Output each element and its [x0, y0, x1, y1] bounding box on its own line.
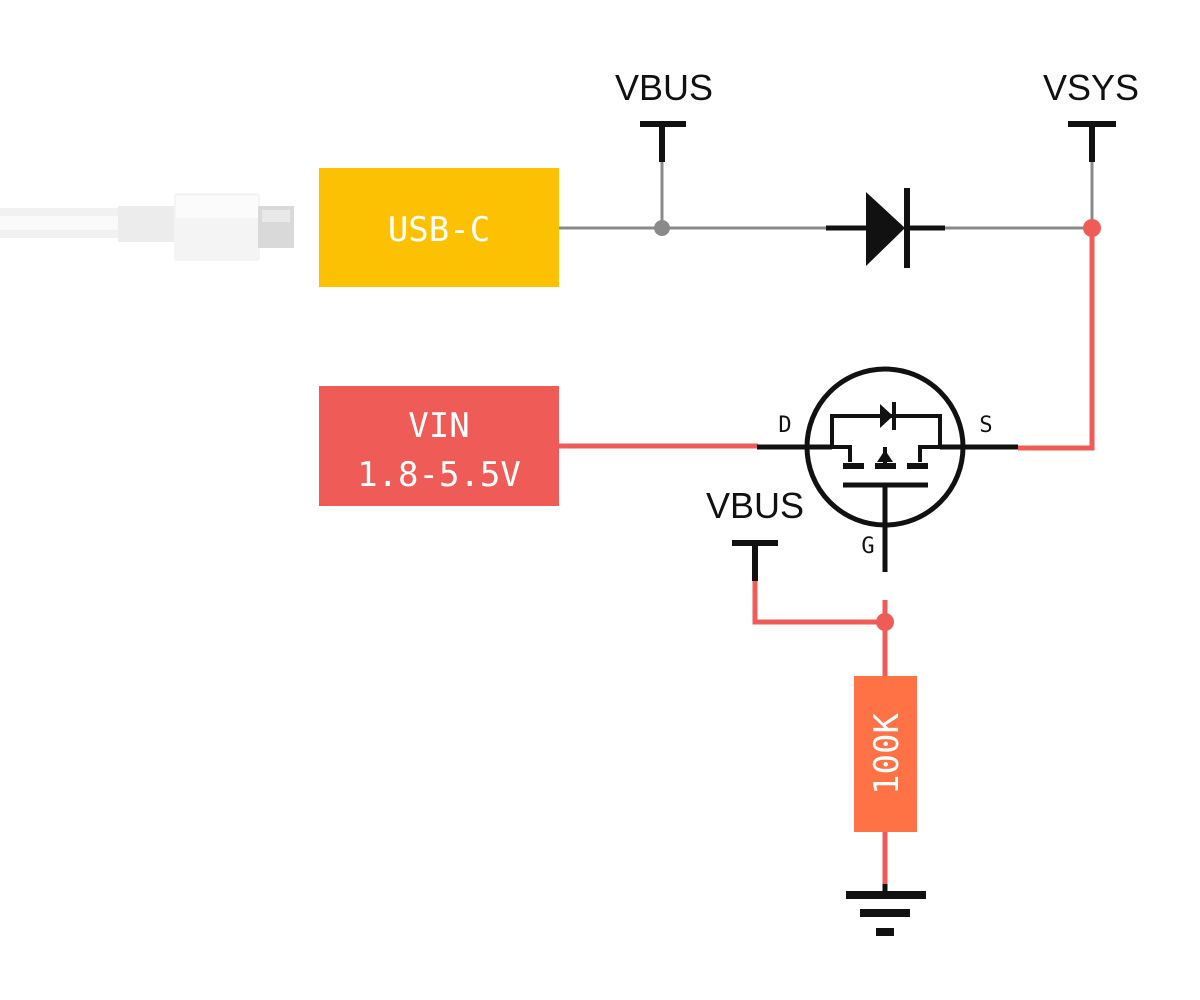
vin-block: VIN 1.8-5.5V [319, 386, 559, 506]
vbus-top-label: VBUS [615, 67, 713, 108]
resistor-label: 100K [867, 713, 907, 795]
diode-icon [826, 188, 945, 268]
usb-c-label: USB-C [388, 210, 490, 250]
vbus-gate-label: VBUS [706, 485, 804, 526]
vsys-label: VSYS [1043, 67, 1139, 108]
ground-icon [846, 884, 926, 936]
usb-c-block-fill [319, 168, 559, 287]
grey-wires [559, 160, 1094, 230]
gate-pin-label: G [861, 534, 874, 559]
resistor-body [854, 676, 917, 832]
vin-label: VIN [408, 406, 469, 446]
gate-junction [876, 613, 894, 631]
vin-block-fill [319, 386, 559, 506]
drain-pin-label: D [778, 413, 791, 438]
usb-c-cable-icon [0, 193, 294, 261]
usb-c-block: USB-C [319, 168, 559, 287]
vbus-terminal-gate: VBUS [706, 485, 804, 581]
vbus-terminal-top: VBUS [615, 67, 713, 162]
vsys-junction [1083, 219, 1101, 237]
vin-range-label: 1.8-5.5V [357, 455, 521, 495]
red-wires [559, 228, 1095, 888]
vbus-junction [654, 220, 670, 236]
source-pin-label: S [979, 413, 992, 438]
resistor-100k: 100K [854, 676, 917, 832]
p-mosfet-icon: D S G [757, 366, 1018, 572]
vsys-terminal: VSYS [1043, 67, 1139, 162]
